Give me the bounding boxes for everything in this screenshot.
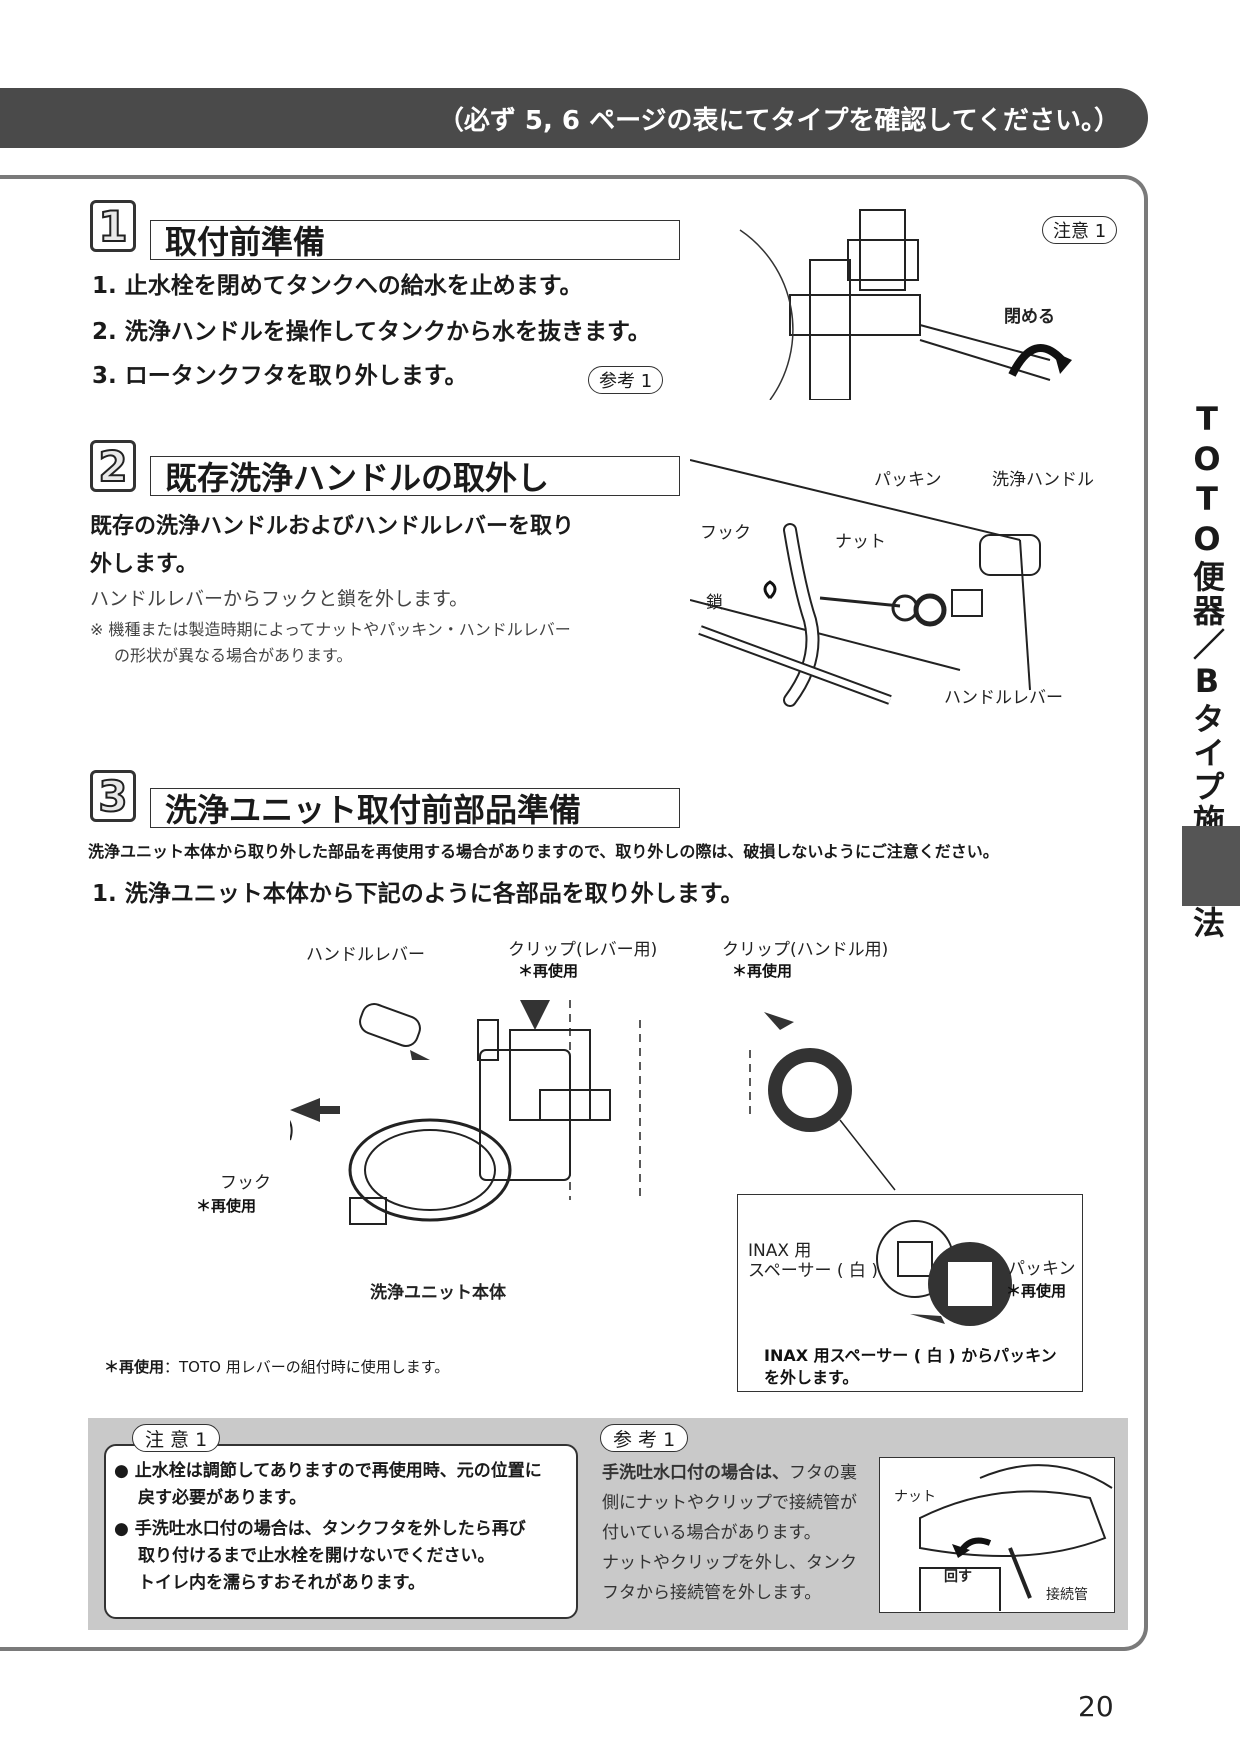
step1-title: 取付前準備: [150, 220, 680, 261]
close-label: 閉める: [1004, 307, 1055, 327]
step2-number: 2: [90, 440, 136, 492]
side-tab-marker: [1182, 826, 1240, 906]
reuse-footnote: ＊再使用：TOTO 用レバーの組付時に使用します。: [104, 1356, 449, 1377]
inax-spacer-callout: [737, 1194, 1083, 1392]
flush-unit-illustration: [290, 1000, 641, 1225]
page-number: 20: [1078, 1690, 1114, 1723]
reuse-footnote-text: ：TOTO 用レバーの組付時に使用します。: [164, 1358, 450, 1376]
step1-number: 1: [90, 200, 136, 252]
content-frame: [0, 175, 1148, 1651]
caution-1-box: [104, 1444, 578, 1619]
stop-valve-illustration: [739, 209, 1051, 400]
step2-title: 既存洗浄ハンドルの取外し: [150, 456, 680, 497]
label-packing: パッキン: [874, 470, 942, 490]
handle-removal-illustration: [690, 459, 1041, 707]
label-chain: 鎖: [706, 593, 723, 613]
step1-line-3: 3. ロータンクフタを取り外します。: [92, 363, 468, 389]
tank-lid-illustration: [919, 1464, 1113, 1614]
label-ref-nut: ナット: [894, 1489, 936, 1505]
step3-number: 3: [90, 770, 136, 822]
label-reuse-4: ＊再使用: [1006, 1282, 1067, 1300]
caution-bullet-1b: 戻す必要があります。: [138, 1488, 307, 1508]
label-flush-handle: 洗浄ハンドル: [992, 470, 1094, 490]
caution-bullet-1a: ● 止水栓は調節してありますので再使用時、元の位置に: [114, 1461, 542, 1481]
label-nut: ナット: [835, 532, 886, 552]
step3-title: 洗浄ユニット取付前部品準備: [150, 788, 680, 829]
label-clip-handle: クリップ(ハンドル用): [722, 940, 889, 960]
label-ref-pipe: 接続管: [1046, 1587, 1088, 1603]
reference-1-badge: 参考 1: [588, 366, 664, 394]
step1-line-1: 1. 止水栓を閉めてタンクへの給水を止めます。: [92, 273, 583, 299]
rotate-arrow-icon: [1008, 344, 1072, 377]
label-hook-2: フック: [220, 1173, 271, 1193]
spacer-and-packing-icon: [876, 1220, 1012, 1326]
label-reuse-1: ＊再使用: [518, 962, 579, 980]
header-note: （必ず 5, 6 ページの表にてタイプを確認してください。）: [437, 105, 1120, 136]
label-inax-spacer-1: INAX 用: [748, 1241, 812, 1261]
reference-figure: ナット 回す 接続管: [879, 1457, 1115, 1614]
caution-bullet-2a: ● 手洗吐水口付の場合は、タンクフタを外したら再び: [114, 1519, 526, 1539]
label-handle-lever-2: ハンドルレバー: [306, 945, 425, 965]
label-flush-unit: 洗浄ユニット本体: [370, 1283, 506, 1303]
label-hook: フック: [700, 523, 751, 543]
header-note-bar: （必ず 5, 6 ページの表にてタイプを確認してください。）: [0, 88, 1148, 148]
label-reuse-3: ＊再使用: [196, 1197, 257, 1215]
inax-note-1: INAX 用スペーサー ( 白 ) からパッキン: [764, 1346, 1057, 1365]
label-reuse-2: ＊再使用: [732, 962, 793, 980]
caution-bullet-2b: 取り付けるまで止水栓を開けないでください。: [138, 1546, 495, 1566]
reference-1-heading: 参 考 1: [600, 1424, 689, 1452]
packing-removal-illustration: [749, 1012, 896, 1191]
caution-1-badge: 注意 1: [1042, 216, 1118, 244]
step2-note-1: ※ 機種または製造時期によってナットやパッキン・ハンドルレバー: [90, 620, 571, 639]
reference-1-text: 手洗吐水口付の場合は、フタの裏 側にナットやクリップで接続管が 付いている場合が…: [602, 1463, 857, 1603]
reuse-footnote-mark: ＊再使用: [104, 1358, 165, 1376]
step2-lead-2: 外します。: [90, 552, 198, 577]
step2-note-2: の形状が異なる場合があります。: [114, 646, 353, 665]
label-ref-turn: 回す: [944, 1569, 972, 1585]
step2-sub: ハンドルレバーからフックと鎖を外します。: [90, 588, 469, 610]
caution-1-heading: 注 意 1: [132, 1424, 221, 1452]
step3-intro: 洗浄ユニット本体から取り外した部品を再使用する場合がありますので、取り外しの際は…: [88, 842, 999, 861]
label-inax-spacer-2: スペーサー ( 白 ): [748, 1261, 878, 1281]
inax-note-2: を外します。: [764, 1368, 859, 1387]
label-clip-lever: クリップ(レバー用): [508, 940, 658, 960]
step3-line-1: 1. 洗浄ユニット本体から下記のように各部品を取り外します。: [92, 881, 744, 907]
step1-line-2: 2. 洗浄ハンドルを操作してタンクから水を抜きます。: [92, 319, 651, 345]
label-handle-lever: ハンドルレバー: [944, 688, 1063, 708]
caution-bullet-2c: トイレ内を濡らすおそれがあります。: [138, 1573, 425, 1593]
step2-lead-1: 既存の洗浄ハンドルおよびハンドルレバーを取り: [90, 514, 575, 539]
label-packing-2: パッキン: [1008, 1259, 1076, 1279]
